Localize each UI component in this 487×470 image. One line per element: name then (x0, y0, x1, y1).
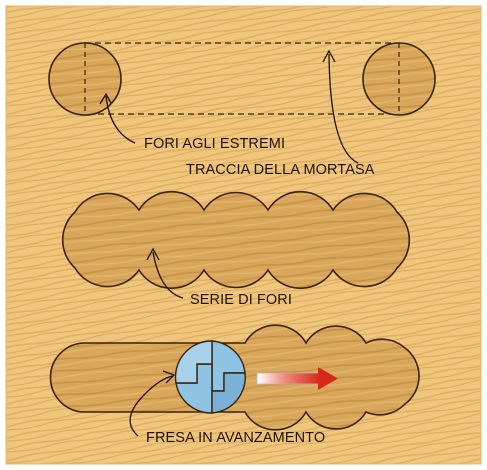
hole-series (61, 190, 411, 290)
label-end-holes: FORI AGLI ESTREMI (144, 136, 285, 152)
callout-mortise-outline (328, 53, 359, 164)
right-arrow-icon (256, 367, 338, 390)
router-bit-icon (174, 340, 246, 414)
callout-mortise-outline-head (322, 49, 336, 63)
callout-hole-series (152, 251, 184, 299)
callout-hole-series-head (146, 247, 160, 261)
label-hole-series: SERIE DI FORI (190, 292, 292, 308)
label-cutter-advancing: FRESA IN AVANZAMENTO (146, 430, 325, 446)
callout-end-holes-head (99, 92, 112, 105)
label-mortise-outline: TRACCIA DELLA MORTASA (186, 162, 375, 178)
callout-cutter (129, 375, 173, 437)
callout-end-holes (105, 95, 136, 144)
callout-cutter-head (162, 370, 176, 384)
